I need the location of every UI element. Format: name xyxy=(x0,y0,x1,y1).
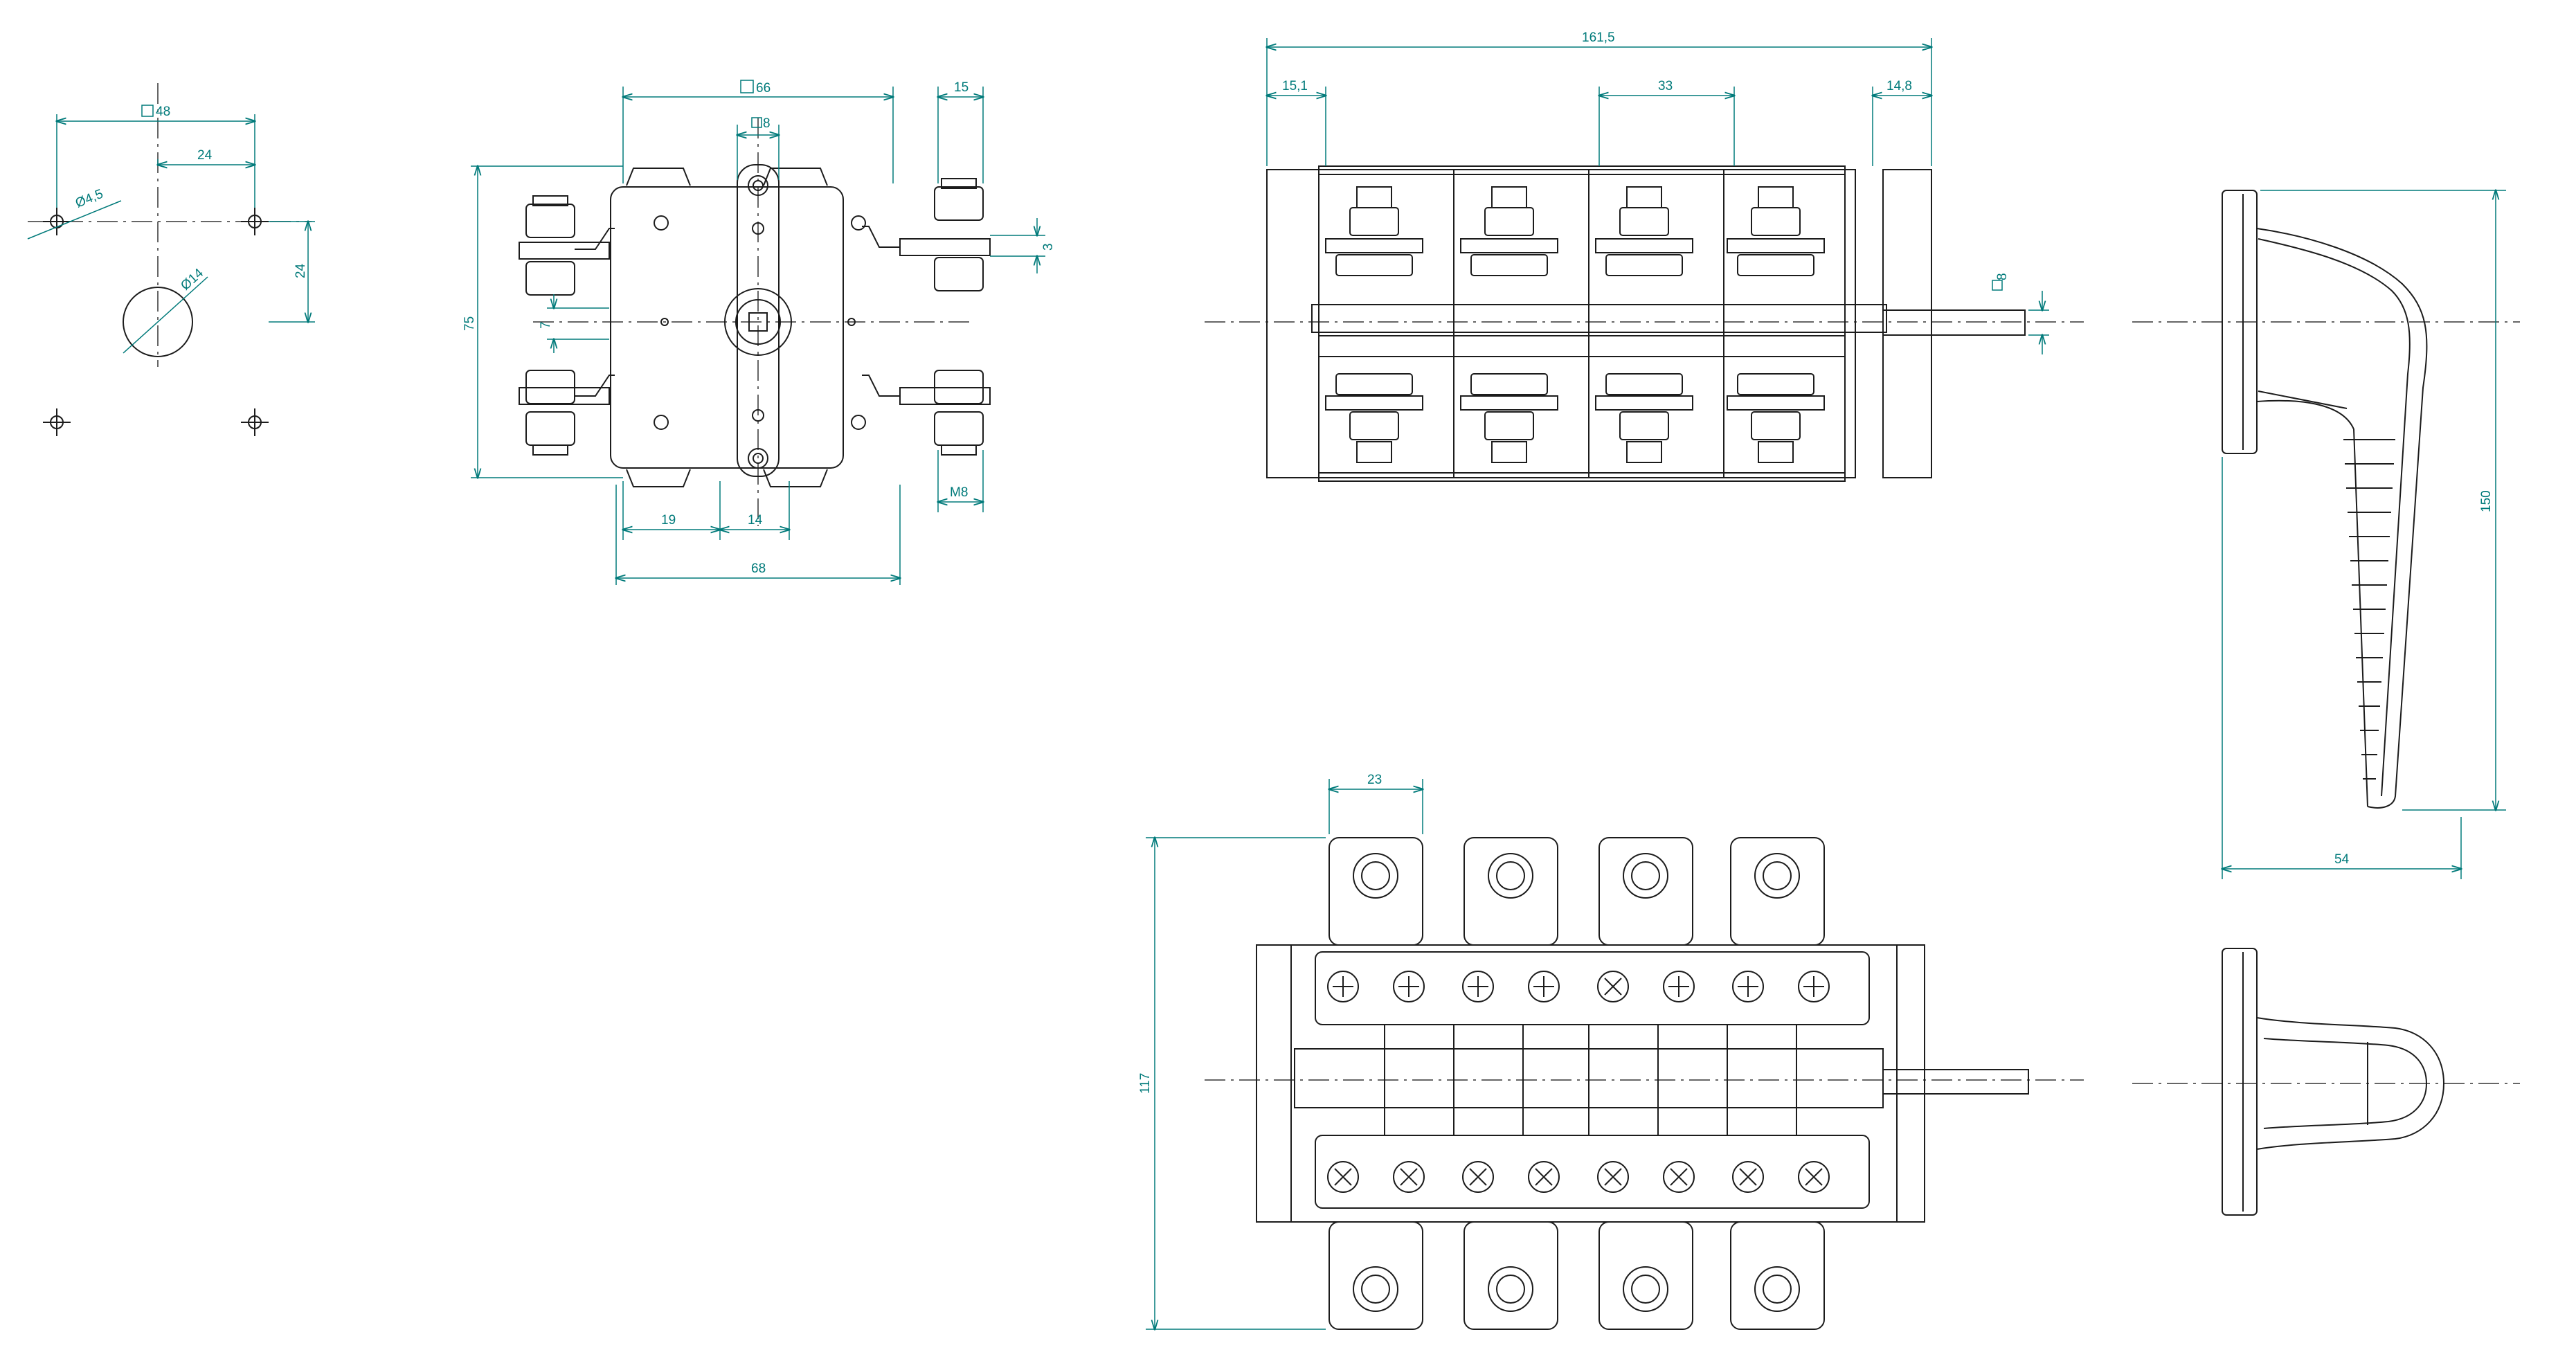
dim-square-48: 48 xyxy=(156,105,170,119)
top-body xyxy=(1256,944,2029,1223)
dim-spacing-24-top: 24 xyxy=(197,148,213,163)
shaft xyxy=(1882,309,2026,336)
dim-23: 23 xyxy=(1367,773,1382,787)
dim-14-8: 14,8 xyxy=(1886,79,1912,93)
side-terminal-stacks xyxy=(1325,186,1825,463)
side-body xyxy=(1266,165,2026,482)
mounting-centerlines xyxy=(28,83,312,367)
front-body xyxy=(610,164,866,487)
front-terminals xyxy=(519,178,991,456)
dim-7: 7 xyxy=(539,321,553,329)
square-symbol-icon xyxy=(740,80,754,93)
shaft-hole xyxy=(123,287,193,357)
dim-161-5: 161,5 xyxy=(1582,30,1615,45)
dim-150: 150 xyxy=(2479,490,2494,512)
handle-side-view: 150 54 xyxy=(2132,190,2520,879)
dim-117: 117 xyxy=(1138,1073,1153,1094)
top-dimensions xyxy=(1146,779,1423,1329)
side-dimensions xyxy=(1267,38,2049,354)
dim-shaft-diameter: Ø14 xyxy=(178,266,206,294)
shaft xyxy=(1882,1069,2029,1095)
handle-ribs xyxy=(2343,439,2395,780)
dim-75: 75 xyxy=(462,316,477,331)
top-view: 23 117 xyxy=(1138,773,2084,1329)
side-view: 161,5 15,1 33 14,8 8 xyxy=(1205,30,2084,482)
handle-top-view xyxy=(2132,948,2520,1216)
front-dimensions xyxy=(471,87,1045,585)
front-view: 66 8 15 3 75 7 19 14 68 M8 xyxy=(462,80,1056,585)
dim-spacing-24-side: 24 xyxy=(294,263,308,278)
dim-hole-diameter: Ø4,5 xyxy=(73,187,105,211)
mounting-dimensions xyxy=(27,114,315,354)
mounting-holes xyxy=(43,208,269,436)
handle-top-outline xyxy=(2222,948,2445,1216)
dim-68: 68 xyxy=(751,561,766,576)
dim-square-66: 66 xyxy=(756,81,771,96)
dim-15-1: 15,1 xyxy=(1282,79,1308,93)
dim-14: 14 xyxy=(748,513,763,528)
dim-15: 15 xyxy=(954,80,969,95)
dim-square-8: 8 xyxy=(763,116,771,131)
dim-54: 54 xyxy=(2334,852,2350,867)
dim-19: 19 xyxy=(661,513,676,528)
front-centerlines xyxy=(533,118,969,526)
dim-33: 33 xyxy=(1658,79,1673,93)
dim-m8: M8 xyxy=(950,485,968,500)
dim-3: 3 xyxy=(1041,243,1056,251)
dim-square-8-side: 8 xyxy=(1995,273,2010,280)
square-symbol-icon xyxy=(751,117,762,128)
square-symbol-icon xyxy=(141,105,154,117)
handle-dimensions xyxy=(2222,190,2506,879)
mounting-pattern-view: 48 24 24 Ø4,5 Ø14 xyxy=(27,83,315,436)
top-lugs xyxy=(1328,837,1825,1330)
square-symbol-icon xyxy=(1992,280,2003,291)
top-screws xyxy=(1327,971,1830,1193)
handle-outline xyxy=(2222,190,2428,809)
